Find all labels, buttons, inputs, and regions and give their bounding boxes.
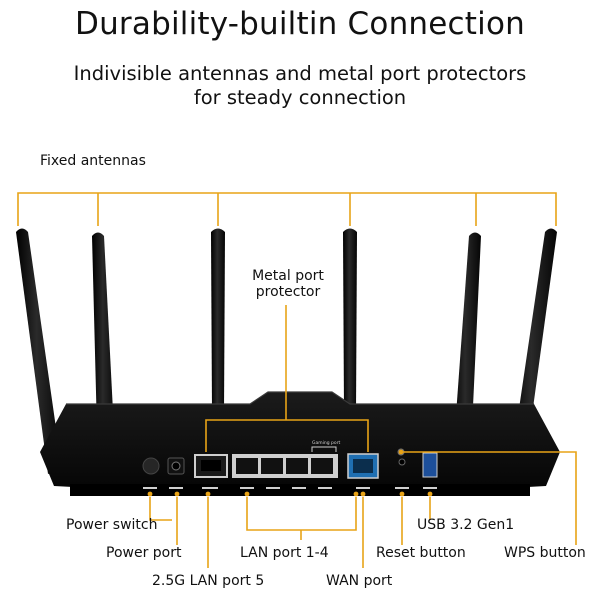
callout-lines [17,192,577,568]
page-title: Durability-builtin Connection [75,6,525,42]
page-subtitle: Indivisible antennas and metal port prot… [0,62,600,110]
metal-port-protector-line-2: protector [255,284,321,300]
subtitle-line-2: for steady connection [193,86,407,109]
lan-port-1-4-jacks [232,454,338,478]
subtitle-line-1: Indivisible antennas and metal port prot… [73,62,527,85]
wps-button-label: WPS button [504,545,586,561]
lan-port-1-4-label: LAN port 1-4 [240,545,329,561]
wan-port-label: WAN port [326,573,393,589]
port-marks [143,487,437,489]
callout-dots [147,449,433,497]
antenna-3 [211,228,225,412]
router-base [70,484,530,496]
port-panel: Gaming port [142,440,438,479]
fixed-antennas-label: Fixed antennas [40,153,146,169]
metal-port-protector-line-1: Metal port [252,268,324,284]
power-switch-knob [142,457,160,475]
usb-port-jack [422,452,438,478]
lan-port-5-label: 2.5G LAN port 5 [152,573,265,589]
gaming-port-label: Gaming port [312,440,340,446]
gaming-port-bracket [311,446,337,452]
reset-button-label: Reset button [376,545,466,561]
router-top-edge [66,391,534,405]
reset-button-hole [398,458,406,466]
power-switch-label: Power switch [66,517,158,533]
power-port-label: Power port [106,545,182,561]
usb-port-label: USB 3.2 Gen1 [417,517,515,533]
metal-port-protector-label: Metal port protector [246,268,330,300]
antenna-4 [343,228,357,412]
antenna-1 [16,228,62,474]
